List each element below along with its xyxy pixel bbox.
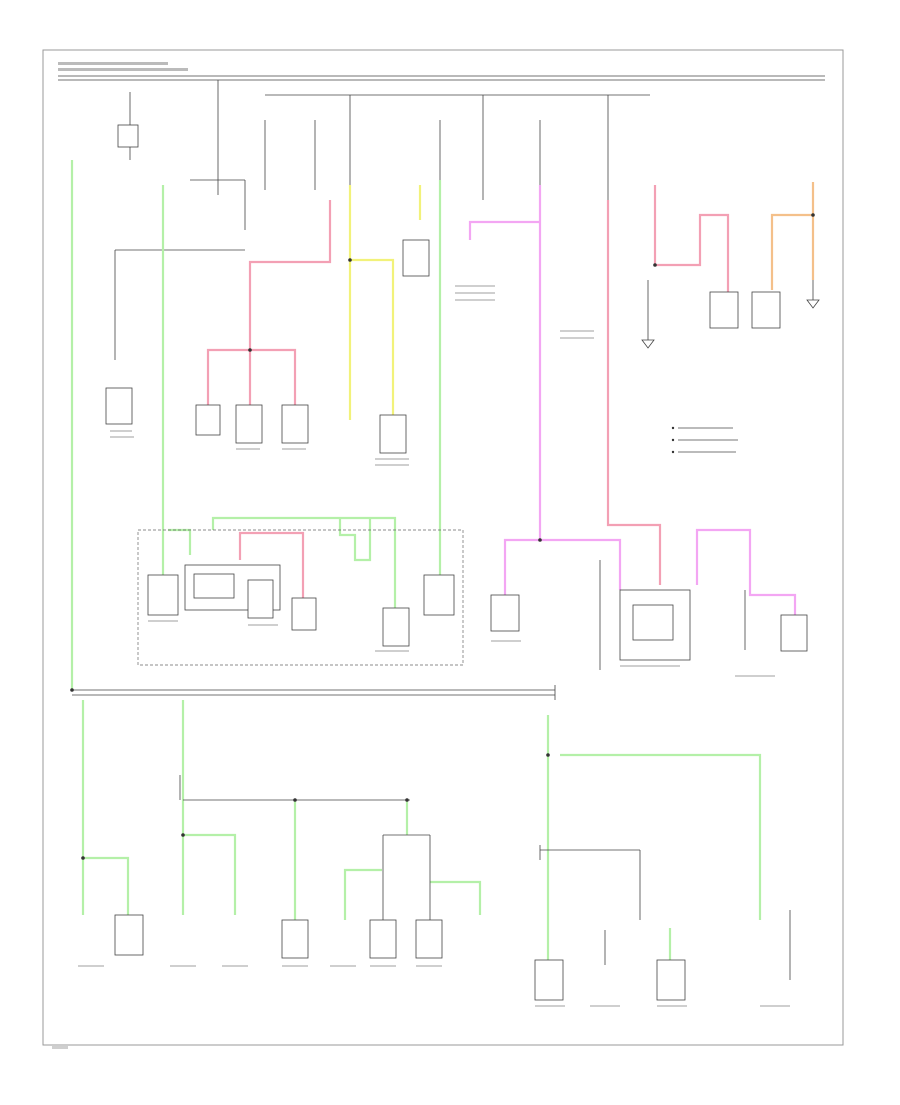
green-wires-center — [168, 180, 442, 610]
upper-components — [105, 239, 820, 454]
yellow-wires — [348, 185, 422, 420]
middle-components — [137, 529, 808, 670]
fuse-drops — [114, 80, 650, 360]
lower-components — [114, 910, 791, 1001]
orange-wires — [770, 182, 815, 290]
diagram-frame — [42, 49, 844, 1046]
lower-distribution — [179, 775, 641, 965]
pink-wires-upper — [206, 185, 730, 405]
left-green-bus — [70, 160, 165, 690]
pink-wires-right — [606, 200, 662, 585]
magenta-wires-right — [695, 528, 797, 615]
ground-bus — [72, 685, 556, 700]
component-label-blocks — [52, 285, 790, 1049]
pink-wires-lower — [238, 531, 305, 600]
magenta-wires-upper — [468, 185, 622, 595]
header-text — [58, 62, 188, 71]
legend — [671, 426, 738, 454]
junction-dots — [70, 213, 815, 860]
